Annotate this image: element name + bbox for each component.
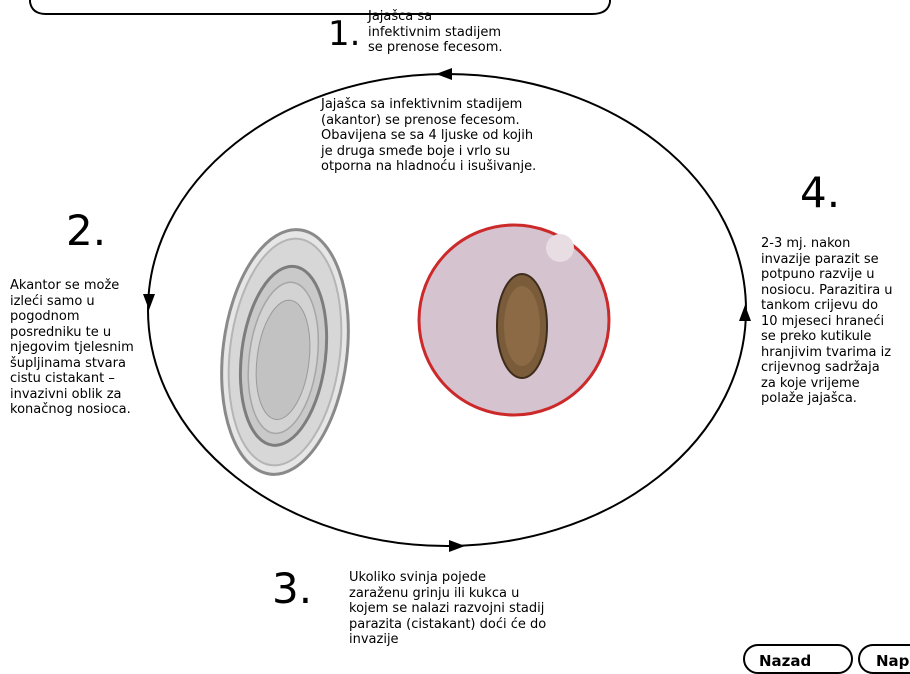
- center-line: otporna na hladnoću i isušivanje.: [321, 159, 581, 175]
- step-4-number: 4.: [800, 172, 840, 214]
- step-3-line: kojem se nalazi razvojni stadij: [349, 601, 599, 617]
- microscope-image: [419, 225, 609, 415]
- step-4-line: potpuno razvije u: [761, 267, 909, 283]
- next-button[interactable]: Naprijed: [858, 644, 910, 674]
- step-4-line: za koje vrijeme: [761, 376, 909, 392]
- center-description: Jajašca sa infektivnim stadijem (akantor…: [321, 97, 581, 175]
- step-2-line: šupljinama stvara: [10, 356, 150, 372]
- step-4-line: tankom crijevu do: [761, 298, 909, 314]
- step-4-line: 2-3 mj. nakon: [761, 236, 909, 252]
- step-4-line: invazije parazit se: [761, 252, 909, 268]
- step-2-line: njegovim tjelesnim: [10, 340, 150, 356]
- step-4-line: hranjivim tvarima iz: [761, 345, 909, 361]
- step-1-text: Jajašca sa infektivnim stadijem se preno…: [368, 9, 568, 56]
- center-line: Obavijena se sa 4 ljuske od kojih: [321, 128, 581, 144]
- step-1-line: Jajašca sa: [368, 9, 568, 25]
- step-2-number: 2.: [66, 210, 106, 252]
- center-line: Jajašca sa infektivnim stadijem: [321, 97, 581, 113]
- arrow-right-up: [739, 305, 751, 321]
- center-line: (akantor) se prenose fecesom.: [321, 113, 581, 129]
- step-4-line: 10 mjeseci hraneći: [761, 314, 909, 330]
- step-4-line: nosiocu. Parazitira u: [761, 283, 909, 299]
- step-2-line: pogodnom: [10, 309, 150, 325]
- step-3-line: zaraženu grinju ili kukca u: [349, 586, 599, 602]
- step-3-line: parazita (cistakant) doći će do: [349, 617, 599, 633]
- step-1-line: infektivnim stadijem: [368, 25, 568, 41]
- step-2-line: invazivni oblik za: [10, 387, 150, 403]
- step-1-number: 1.: [328, 17, 360, 51]
- step-3-number: 3.: [272, 568, 312, 610]
- step-3-line: Ukoliko svinja pojede: [349, 570, 599, 586]
- center-line: je druga smeđe boje i vrlo su: [321, 144, 581, 160]
- step-3-line: invazije: [349, 632, 599, 648]
- step-4-line: se preko kutikule: [761, 329, 909, 345]
- step-4-line: crijevnog sadržaja: [761, 360, 909, 376]
- step-2-line: posredniku te u: [10, 325, 150, 341]
- step-1-line: se prenose fecesom.: [368, 40, 568, 56]
- step-4-line: polaže jajašca.: [761, 391, 909, 407]
- step-2-line: konačnog nosioca.: [10, 402, 150, 418]
- back-button[interactable]: Nazad: [743, 644, 853, 674]
- step-2-line: cistu cistakant –: [10, 371, 150, 387]
- step-3-text: Ukoliko svinja pojede zaraženu grinju il…: [349, 570, 599, 648]
- step-2-text: Akantor se može izleći samo u pogodnom p…: [10, 278, 150, 418]
- arrow-bottom-right: [449, 540, 465, 552]
- step-4-text: 2-3 mj. nakon invazije parazit se potpun…: [761, 236, 909, 407]
- egg-illustration: [208, 222, 361, 481]
- arrow-top-left: [436, 68, 452, 80]
- step-2-line: izleći samo u: [10, 294, 150, 310]
- step-2-line: Akantor se može: [10, 278, 150, 294]
